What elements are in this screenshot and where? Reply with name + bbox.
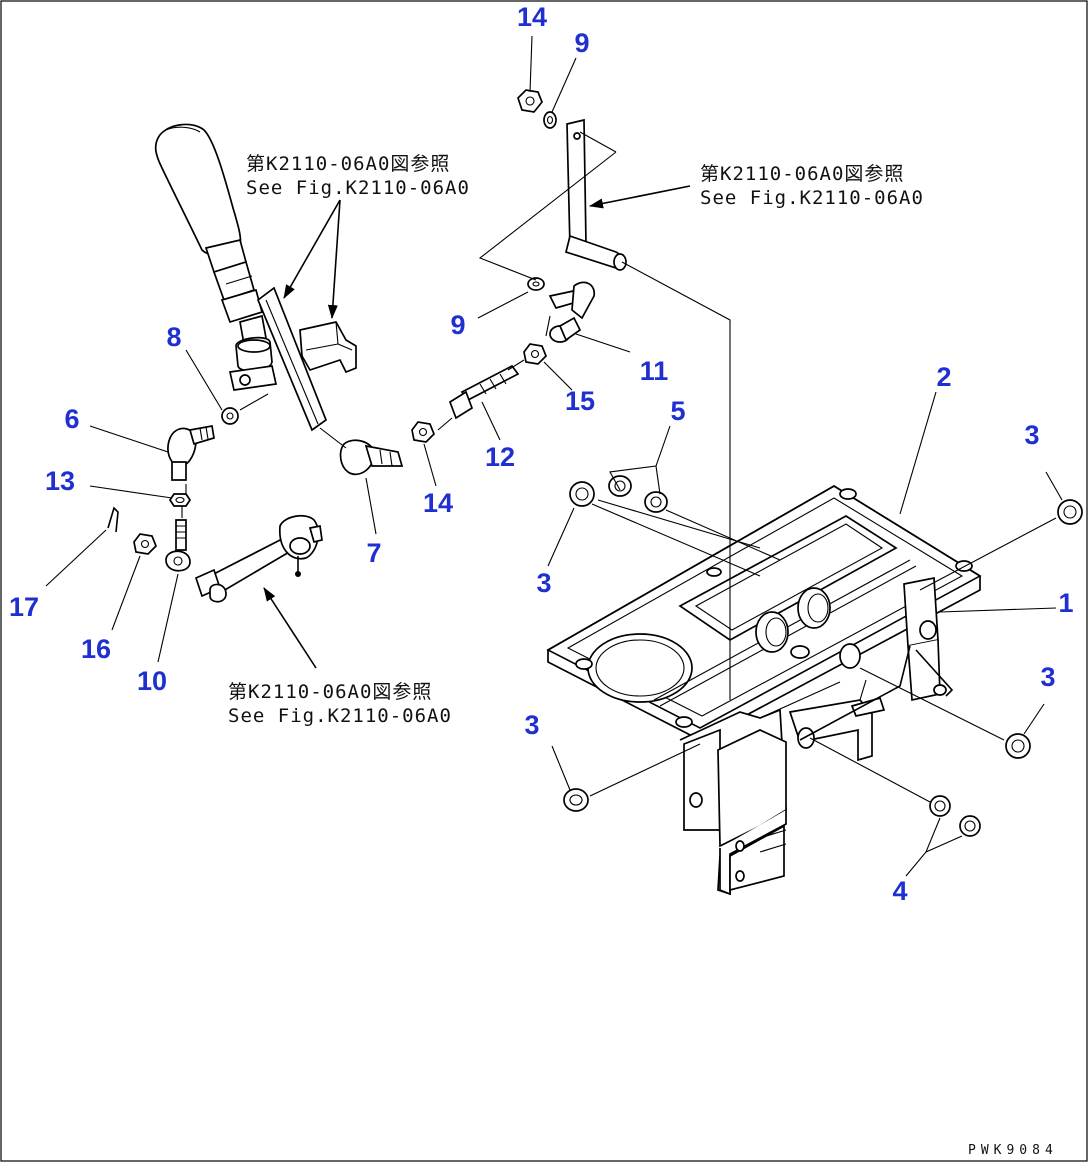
callout-8: 8 — [166, 322, 181, 352]
callout-1: 1 — [1058, 588, 1073, 618]
reference-arrows — [263, 131, 691, 669]
reference-note-bottom: 第K2110-06A0図参照 See Fig.K2110-06A0 — [228, 681, 452, 727]
callout-9: 9 — [574, 28, 589, 58]
callout-14: 14 — [517, 2, 547, 32]
select-lever-rod — [564, 118, 627, 271]
reference-note-ja: 第K2110-06A0図参照 — [700, 163, 904, 185]
reference-note-top-right: 第K2110-06A0図参照 See Fig.K2110-06A0 — [700, 163, 924, 209]
callout-13: 13 — [45, 466, 75, 496]
callout-7: 7 — [366, 538, 381, 568]
callout-11: 11 — [640, 356, 669, 386]
callout-2: 2 — [936, 362, 951, 392]
callout-numbers: 14 9 9 8 11 15 6 12 5 2 3 13 14 7 3 1 17… — [9, 2, 1074, 906]
callout-6: 6 — [64, 404, 79, 434]
callout-16: 16 — [81, 634, 111, 664]
bushings — [563, 475, 1083, 837]
callout-12: 12 — [485, 442, 515, 472]
callout-3: 3 — [524, 710, 539, 740]
reference-note-en: See Fig.K2110-06A0 — [246, 177, 470, 199]
callout-14: 14 — [423, 488, 453, 518]
reference-note-en: See Fig.K2110-06A0 — [228, 705, 452, 727]
leader-lines — [45, 35, 1063, 877]
callout-3: 3 — [1024, 420, 1039, 450]
console-base-frame — [546, 485, 982, 896]
assembly-lines — [181, 261, 1057, 803]
reference-note-ja: 第K2110-06A0図参照 — [228, 681, 432, 703]
callout-10: 10 — [137, 666, 167, 696]
callout-17: 17 — [9, 592, 39, 622]
callout-3: 3 — [1040, 662, 1055, 692]
reference-note-en: See Fig.K2110-06A0 — [700, 187, 924, 209]
reference-note-top-left: 第K2110-06A0図参照 See Fig.K2110-06A0 — [246, 153, 470, 199]
shift-lever-assembly — [154, 123, 357, 432]
callout-4: 4 — [892, 876, 907, 906]
callout-9: 9 — [450, 310, 465, 340]
reference-note-ja: 第K2110-06A0図参照 — [246, 153, 450, 175]
callout-5: 5 — [670, 396, 685, 426]
drawing-code: PWK9084 — [968, 1143, 1058, 1158]
small-parts — [107, 89, 595, 603]
callout-3: 3 — [536, 568, 551, 598]
callout-15: 15 — [565, 386, 595, 416]
